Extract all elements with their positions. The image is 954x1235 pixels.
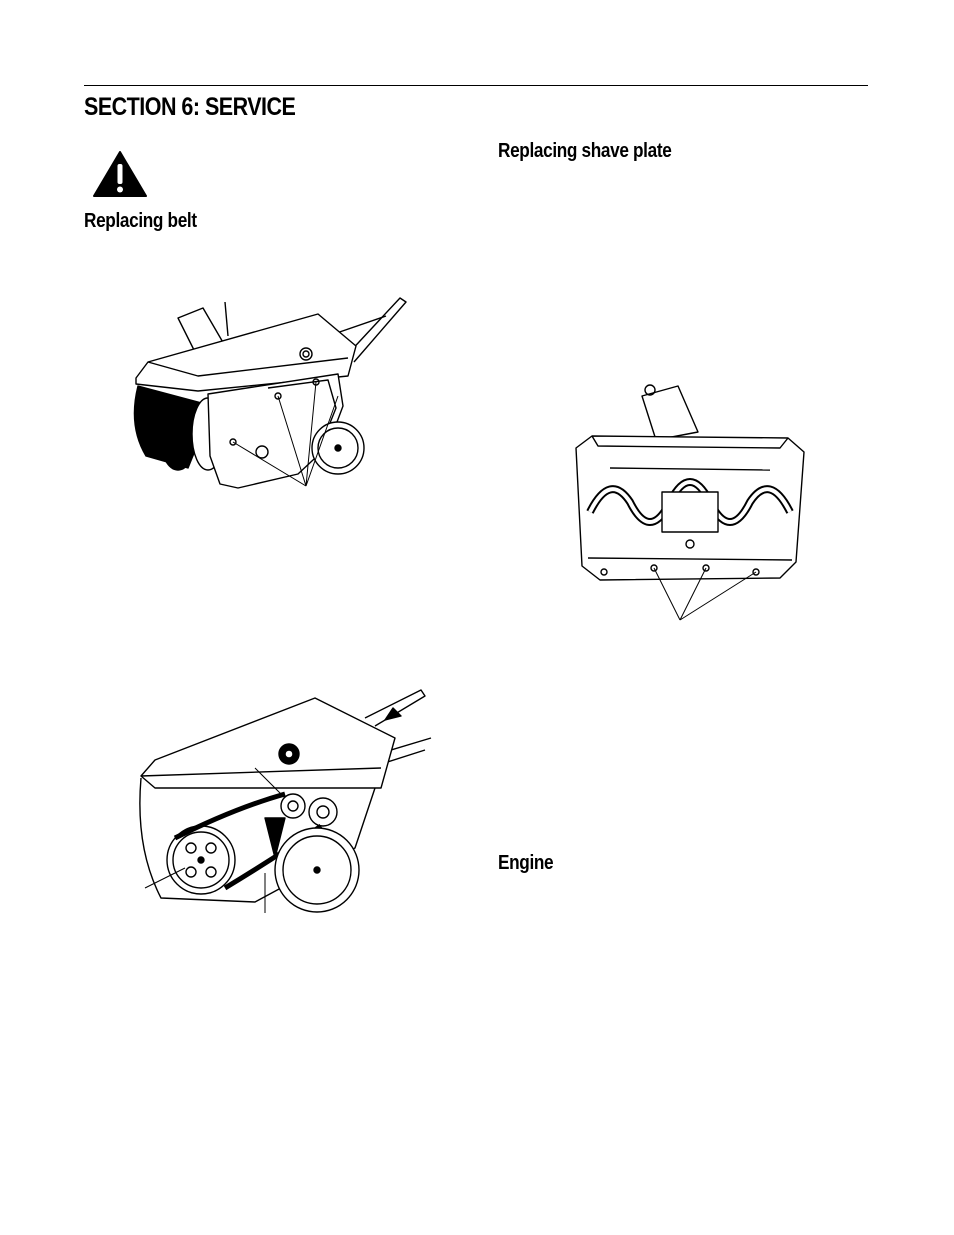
belt-cover-illustration	[133, 297, 407, 489]
heading-replacing-shave-plate: Replacing shave plate	[498, 140, 672, 162]
belt-routing-illustration	[139, 689, 432, 913]
top-rule	[84, 85, 868, 86]
heading-replacing-belt: Replacing belt	[84, 210, 197, 232]
heading-engine: Engine	[498, 852, 554, 874]
shave-plate-illustration	[575, 384, 805, 621]
section-title: SECTION 6: SERVICE	[84, 93, 296, 121]
warning-triangle-icon	[93, 151, 147, 197]
